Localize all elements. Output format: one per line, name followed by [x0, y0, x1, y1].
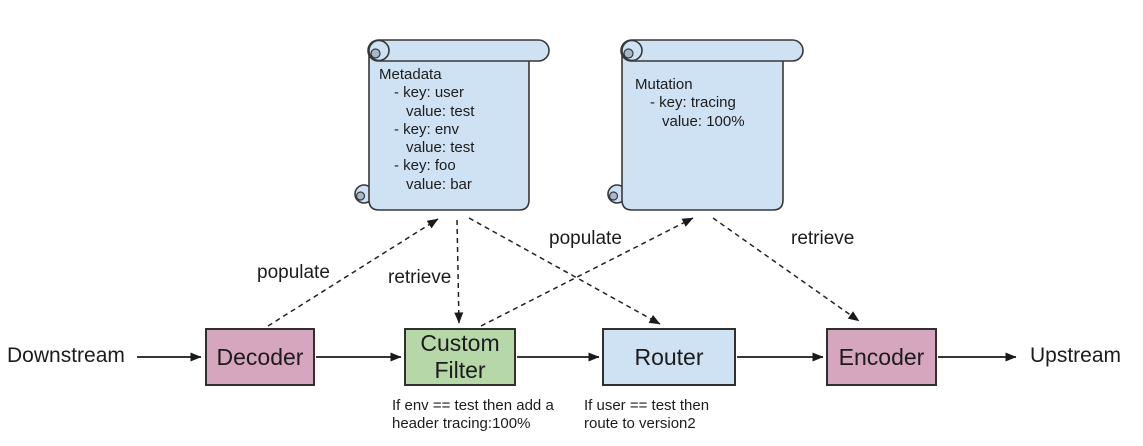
metadata-scroll-text: Metadata - key: user value: test - key: … — [379, 66, 474, 194]
custom-filter-caption: If env == test then add a header tracing… — [392, 397, 554, 432]
mutation-scroll-title: Mutation — [635, 76, 693, 93]
dashed-arrow-metadata-to-custom-filter — [454, 219, 464, 324]
dashed-arrow-custom-filter-to-mutation — [480, 217, 694, 327]
dashed-arrow-metadata-to-router — [468, 217, 661, 325]
metadata-entry-value: value: bar — [406, 175, 472, 193]
metadata-entry-key: - key: foo — [394, 157, 456, 175]
downstream-label: Downstream — [7, 344, 125, 367]
node-custom-filter-label: Custom Filter — [420, 330, 500, 383]
edge-label-populate-mutation: populate — [549, 228, 622, 249]
mutation-scroll-bottom-curl-shade — [608, 191, 619, 201]
mutation-scroll-body — [621, 49, 784, 211]
dashed-arrows — [267, 217, 860, 327]
edge-label-retrieve-metadata: retrieve — [388, 267, 452, 288]
node-encoder-label: Encoder — [838, 343, 925, 370]
metadata-entry-value: value: test — [406, 102, 475, 120]
mutation-scroll-roll — [620, 39, 804, 62]
metadata-scroll-title: Metadata — [379, 66, 442, 83]
metadata-scroll-shape — [354, 39, 550, 211]
mutation-entry-key: - key: tracing — [650, 94, 736, 112]
edge-label-populate-metadata: populate — [257, 262, 330, 283]
edge-label-retrieve-mutation: retrieve — [791, 228, 855, 249]
node-decoder-label: Decoder — [216, 343, 304, 370]
upstream-label: Upstream — [1030, 344, 1122, 367]
mutation-entry-value: value: 100% — [662, 112, 745, 130]
metadata-scroll-body — [368, 49, 530, 211]
node-decoder: Decoder — [205, 328, 315, 386]
node-router: Router — [602, 328, 736, 386]
node-encoder: Encoder — [826, 328, 937, 386]
mutation-scroll-text: Mutation - key: tracing value: 100% — [635, 76, 745, 131]
node-custom-filter: Custom Filter — [404, 328, 516, 386]
mutation-scroll-top-curl-shade — [623, 48, 634, 59]
metadata-entry-value: value: test — [406, 139, 475, 157]
dashed-arrow-decoder-to-metadata — [267, 218, 439, 327]
mutation-scroll-shape — [607, 39, 804, 211]
metadata-entry-key: - key: env — [394, 120, 460, 138]
metadata-scroll-bottom-curl-shade — [355, 191, 366, 201]
node-router-label: Router — [634, 343, 704, 370]
metadata-scroll-roll — [367, 39, 550, 62]
router-caption: If user == test then route to version2 — [584, 397, 710, 432]
metadata-entry-key: - key: user — [394, 84, 465, 102]
dashed-arrow-mutation-to-encoder — [712, 217, 860, 322]
metadata-scroll-top-curl-shade — [370, 48, 381, 59]
